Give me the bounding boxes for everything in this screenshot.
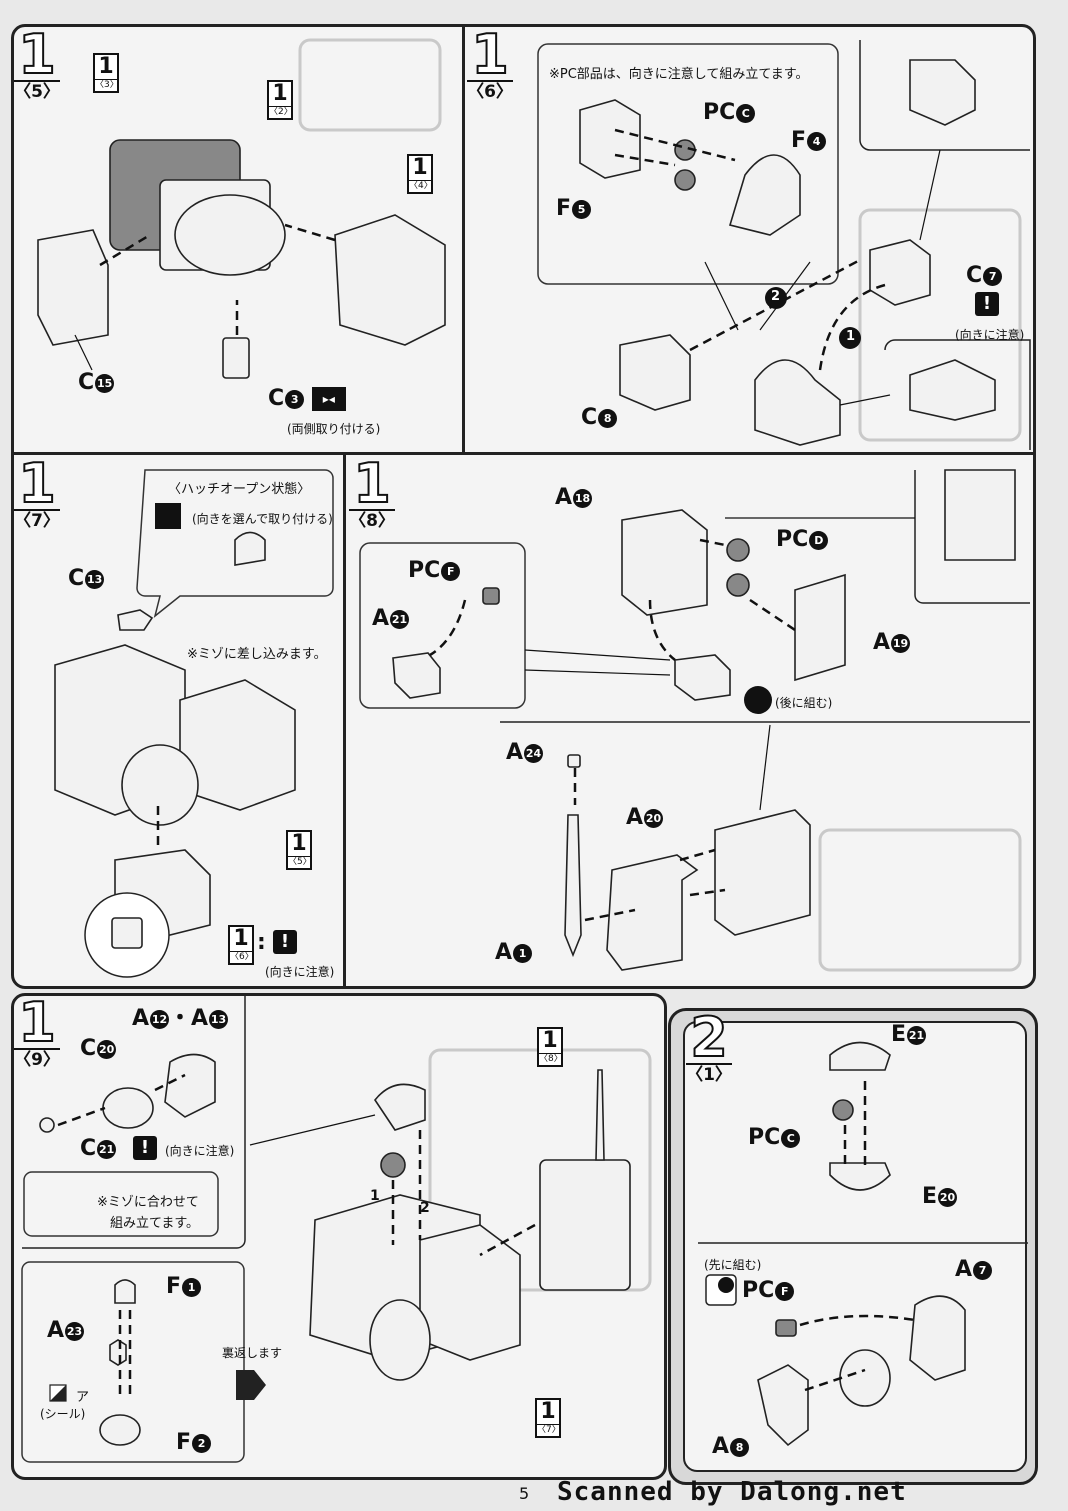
step-number-1-7: 1 〈7〉 bbox=[14, 452, 60, 531]
note-slot: ※ミゾに差し込みます。 bbox=[187, 647, 327, 662]
both-sides-icon: ▸◂ bbox=[311, 387, 346, 411]
note-assemble-first: (先に組む) bbox=[704, 1258, 762, 1272]
step-number-1-5: 1 〈5〉 bbox=[14, 23, 60, 102]
note-both-sides: (両側取り付ける) bbox=[287, 422, 381, 436]
reference-badge: 1〈8〉 bbox=[537, 1027, 563, 1067]
step-number-1-9: 1 〈9〉 bbox=[14, 991, 60, 1070]
note-pc-orientation: ※PC部品は、向きに注意して組み立てます。 bbox=[549, 67, 809, 82]
note-orientation: (向きに注意) bbox=[955, 328, 1025, 342]
note-assemble-later: (後に組む) bbox=[775, 696, 833, 710]
order-marker-1: 1 bbox=[846, 329, 856, 344]
reference-badge: 1〈3〉 bbox=[93, 53, 119, 93]
colon-mark: : bbox=[257, 930, 266, 955]
order-marker-2: 2 bbox=[771, 289, 781, 304]
hatch-icon bbox=[155, 503, 181, 529]
panel-5-parts bbox=[37, 139, 446, 379]
caution-icon: ! bbox=[133, 1136, 157, 1160]
step-number-2-1: 2 〈1〉 bbox=[686, 1006, 732, 1085]
order-marker-1: 1 bbox=[370, 1188, 380, 1204]
divider bbox=[343, 455, 346, 987]
note-groove-line1: ※ミゾに合わせて bbox=[97, 1195, 199, 1210]
panel-7-parts bbox=[54, 469, 334, 978]
note-groove-line2: 組み立てます。 bbox=[110, 1216, 200, 1231]
reference-badge: 1〈4〉 bbox=[407, 154, 433, 194]
caution-icon: ! bbox=[273, 930, 297, 954]
note-orientation: (向きに注意) bbox=[165, 1144, 235, 1158]
step-number-1-8: 1 〈8〉 bbox=[349, 452, 395, 531]
reference-badge: 1〈5〉 bbox=[286, 830, 312, 870]
reference-badge: 1〈7〉 bbox=[535, 1398, 561, 1438]
panel-9-parts bbox=[21, 995, 631, 1463]
order-marker-2: 2 bbox=[420, 1200, 430, 1216]
sticker-mark: ア bbox=[76, 1390, 90, 1405]
hatch-open-title: 〈ハッチオープン状態〉 bbox=[168, 482, 311, 497]
divider bbox=[462, 27, 465, 453]
panel-6-parts bbox=[537, 40, 1031, 450]
note-orientation: (向きに注意) bbox=[265, 965, 335, 979]
hatch-note: (向きを選んで取り付ける) bbox=[192, 512, 333, 526]
panel-8-parts bbox=[359, 469, 1030, 971]
note-sticker: (シール) bbox=[40, 1407, 86, 1421]
page-number: 5 bbox=[519, 1484, 530, 1503]
scan-credit: Scanned by Dalong.net bbox=[557, 1477, 907, 1507]
reference-badge: 1〈6〉 bbox=[228, 925, 254, 965]
reference-badge: 1〈2〉 bbox=[267, 80, 293, 120]
caution-icon: ! bbox=[975, 292, 999, 316]
divider bbox=[14, 452, 1033, 455]
step-2-frame bbox=[668, 1008, 1038, 1485]
step2-parts bbox=[698, 1041, 1028, 1447]
note-flip: 裏返します bbox=[222, 1346, 283, 1360]
step-number-1-6: 1 〈6〉 bbox=[467, 23, 513, 102]
